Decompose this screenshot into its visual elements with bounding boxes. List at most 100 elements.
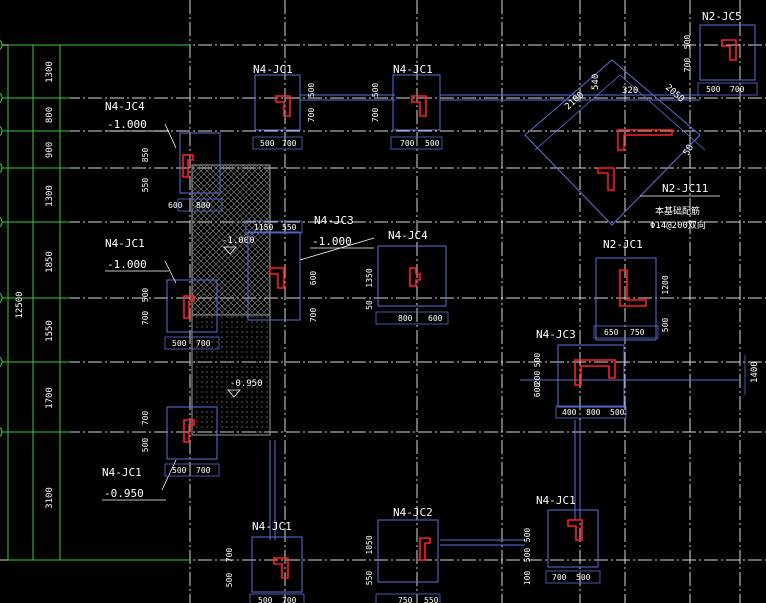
dimension-box <box>177 198 223 212</box>
total-dim: 12500 <box>15 291 25 318</box>
foundation-pad <box>557 344 625 408</box>
foundation-pad <box>166 279 218 333</box>
dimension-text: 650 <box>604 328 619 337</box>
rotated-dim-2: 540 <box>591 74 601 90</box>
dimension-text: 600 <box>428 314 443 323</box>
column-outline <box>183 419 195 443</box>
slab-elev-upper: -1.000 <box>222 236 255 246</box>
dimension-text: 800 <box>586 408 601 417</box>
foundation-label: N4-JC1 <box>102 466 142 479</box>
elev-marker-lower <box>227 389 241 398</box>
axis-bubble <box>0 39 3 51</box>
dimension-text: 500 <box>172 339 187 348</box>
dimension-text: 1050 <box>365 535 374 554</box>
dimension-text: 500 <box>371 83 380 98</box>
left-dim-8: 3100 <box>45 487 55 509</box>
foundation-elevation: -1.000 <box>312 235 352 248</box>
dimension-text: 500 <box>576 573 591 582</box>
dimension-box <box>390 136 443 150</box>
column-outline <box>619 269 647 307</box>
dimension-text: 500 <box>533 353 542 368</box>
dimension-text: 550 <box>141 178 150 193</box>
rotated-dim-5: 50 <box>682 143 696 157</box>
left-dim-6: 1550 <box>45 320 55 342</box>
foundation-pad <box>166 406 218 460</box>
dimension-text: 500 <box>307 83 316 98</box>
foundation-label: N4-JC4 <box>388 229 428 242</box>
dimension-text: 700 <box>196 339 211 348</box>
dimension-box <box>375 311 449 325</box>
rotated-foundation-n2-jc11[interactable]: 2100 540 320 2050 50 N2-JC11 本基础配筋 Φ14@2… <box>524 59 720 231</box>
dimension-text: 500 <box>172 466 187 475</box>
elev-marker-upper <box>223 246 237 255</box>
dimension-box <box>593 325 659 339</box>
left-dim-4: 1300 <box>45 185 55 207</box>
label-leader <box>164 123 177 149</box>
column-outline <box>409 267 421 287</box>
dimension-box <box>245 220 303 234</box>
rotated-dim-3: 320 <box>622 86 638 96</box>
dimension-box <box>375 593 441 603</box>
dimension-box <box>164 336 220 350</box>
column-outline <box>721 39 737 61</box>
label-leader <box>164 260 177 284</box>
rotated-note-1: 本基础配筋 <box>655 205 700 217</box>
foundation-pad <box>251 536 303 593</box>
dimension-text: 550 <box>365 571 374 586</box>
dimension-text: 700 <box>552 573 567 582</box>
axis-bubble <box>0 216 3 228</box>
dimension-text: 500 <box>258 596 273 603</box>
dimension-box <box>252 136 303 150</box>
left-dim-7: 1700 <box>45 387 55 409</box>
tie-beams <box>269 94 740 546</box>
foundation-elevation: -1.000 <box>107 118 147 131</box>
foundation-pad <box>377 519 439 583</box>
dimension-text: 500 <box>683 35 692 50</box>
dimension-text: 700 <box>307 108 316 123</box>
foundation-pad <box>247 231 301 321</box>
dimension-text: 800 <box>398 314 413 323</box>
axis-bubble <box>0 92 3 104</box>
dimension-text: 500 <box>523 528 532 543</box>
dimension-text: 500 <box>260 139 275 148</box>
foundation-label: N4-JC1 <box>105 237 145 250</box>
foundation-pad <box>699 24 756 81</box>
rotated-dim-line <box>619 74 706 151</box>
left-dimension-chain <box>0 44 190 561</box>
dimension-text: 500 <box>661 318 670 333</box>
dimension-text: 500 <box>523 548 532 563</box>
foundation-pad <box>179 132 221 194</box>
column-outline <box>567 519 583 541</box>
dimension-text: 800 <box>196 201 211 210</box>
dimension-text: 700 <box>400 139 415 148</box>
column-outline <box>269 267 285 289</box>
rotated-dim-line <box>534 74 621 151</box>
foundation-pad <box>254 74 301 131</box>
dimension-text: 500 <box>141 438 150 453</box>
foundation-label: N4-JC1 <box>253 63 293 76</box>
left-dim-3: 900 <box>45 142 55 158</box>
rotated-pad-outline <box>524 59 701 226</box>
axis-bubble <box>0 356 3 368</box>
right-dim: 1400 <box>750 361 760 383</box>
foundation-label: N4-JC1 <box>536 494 576 507</box>
dimension-text: 1200 <box>661 275 670 294</box>
axis-bubble <box>0 426 3 438</box>
dimension-text: 500 <box>706 85 721 94</box>
